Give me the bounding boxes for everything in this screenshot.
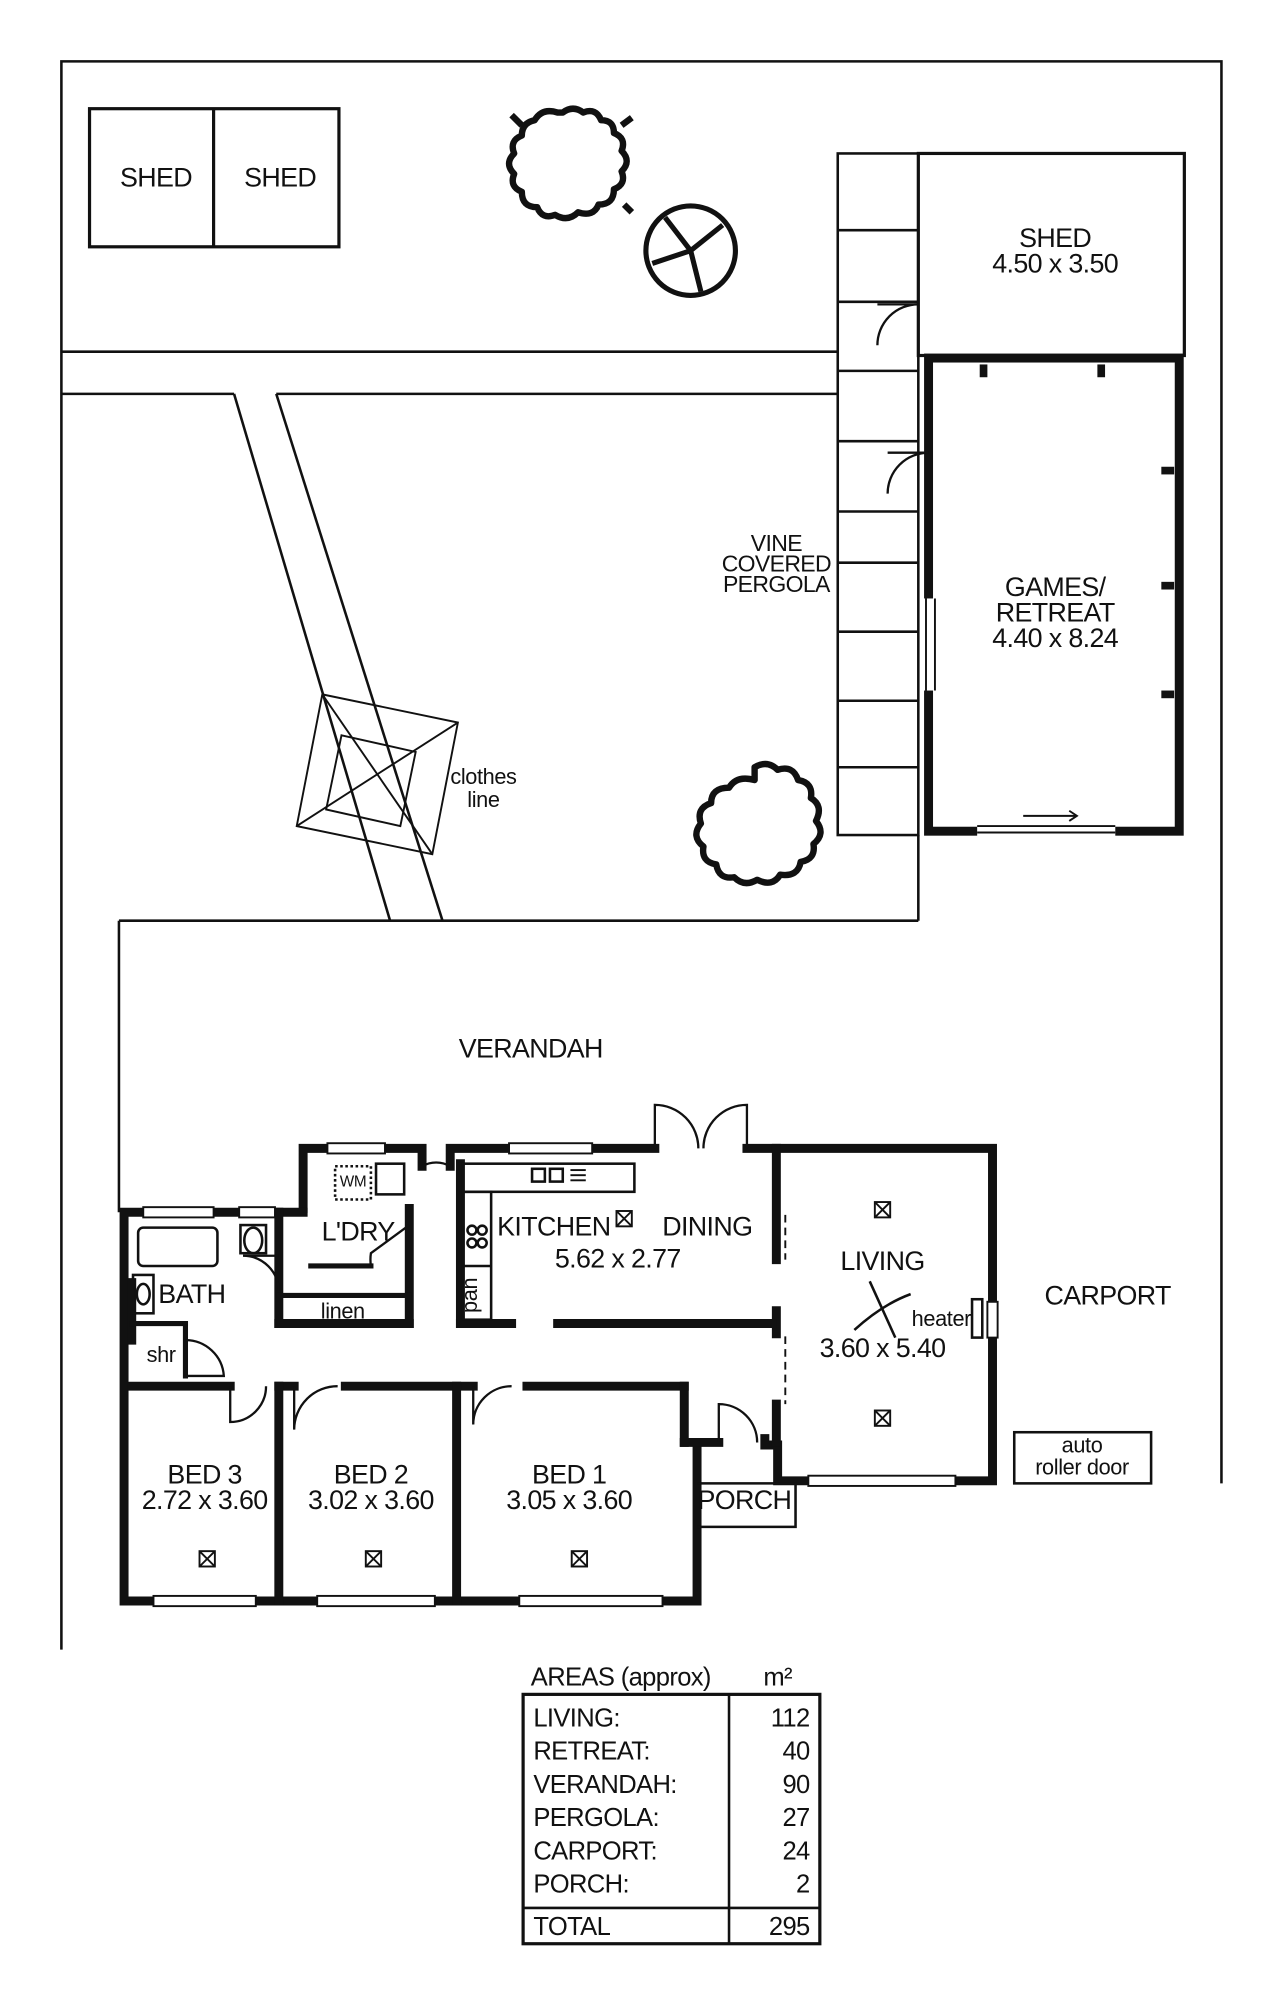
areas-row-label: CARPORT:: [533, 1837, 657, 1865]
areas-row-label: PORCH:: [533, 1871, 629, 1899]
carport-label: CARPORT: [1044, 1280, 1171, 1310]
areas-row-label: VERANDAH:: [533, 1771, 676, 1799]
large-shed-dim: 4.50 x 3.50: [992, 248, 1118, 278]
living-label: LIVING: [840, 1246, 924, 1276]
areas-row-value: 112: [771, 1704, 810, 1732]
garden-path: [61, 350, 919, 922]
bed3-dim: 2.72 x 3.60: [142, 1485, 268, 1515]
verandah-label: VERANDAH: [459, 1034, 603, 1064]
tree-1: [505, 105, 635, 222]
bed3-label: BED 3: [167, 1459, 241, 1489]
tree-2: [643, 203, 738, 298]
washing-machine-label: WM: [340, 1174, 366, 1191]
areas-row-label: PERGOLA:: [533, 1804, 659, 1832]
pergola-label-2: COVERED: [722, 551, 831, 577]
bed1-label: BED 1: [532, 1459, 606, 1489]
clothes-line-label-2: line: [467, 787, 500, 812]
vine-pergola: VINE COVERED PERGOLA: [722, 152, 920, 837]
linen-label: linen: [321, 1298, 365, 1323]
games-retreat-dim: 4.40 x 8.24: [992, 623, 1119, 653]
areas-row-value: 2: [796, 1871, 810, 1899]
heater-label: heater: [912, 1306, 971, 1331]
areas-row-value: 24: [782, 1837, 810, 1865]
laundry-label: L'DRY: [322, 1216, 396, 1246]
bed2-label: BED 2: [334, 1459, 408, 1489]
pergola-label-1: VINE: [751, 530, 802, 556]
living-dim: 3.60 x 5.40: [820, 1333, 946, 1363]
shed-a-label: SHED: [120, 163, 192, 193]
areas-row-value: 90: [782, 1771, 810, 1799]
roller-door-label-2: roller door: [1035, 1454, 1129, 1479]
areas-row-list: LIVING: 112 RETREAT: 40 VERANDAH: 90 PER…: [533, 1704, 810, 1898]
pantry-label: pan: [457, 1278, 482, 1313]
pergola-label-3: PERGOLA: [723, 571, 831, 597]
bed1-dim: 3.05 x 3.60: [506, 1485, 632, 1515]
windows: [142, 1142, 999, 1608]
tree-3: [693, 760, 824, 887]
areas-total-value: 295: [769, 1913, 810, 1941]
areas-header-unit: m²: [763, 1663, 793, 1691]
areas-total-label: TOTAL: [533, 1913, 610, 1941]
areas-row-label: LIVING:: [533, 1704, 619, 1732]
light-fittings: [198, 1201, 892, 1568]
kitchen-label: KITCHEN: [497, 1211, 610, 1241]
areas-table: AREAS (approx) m² LIVING: 112 RETREAT: 4…: [521, 1663, 822, 1946]
areas-row-value: 27: [782, 1804, 809, 1832]
areas-row-value: 40: [782, 1738, 810, 1766]
dining-label: DINING: [662, 1211, 752, 1241]
verandah: VERANDAH: [117, 835, 920, 1213]
carport: CARPORT auto roller door: [1012, 1280, 1172, 1485]
fixtures: [131, 1162, 984, 1339]
clothes-line: clothes line: [295, 693, 517, 856]
areas-header-label: AREAS (approx): [531, 1663, 711, 1691]
roller-door-label-1: auto: [1062, 1433, 1103, 1458]
areas-row-label: RETREAT:: [533, 1738, 650, 1766]
games-retreat-label-2: RETREAT: [996, 597, 1115, 627]
bed2-dim: 3.02 x 3.60: [308, 1485, 434, 1515]
kitchen-dining-dim: 5.62 x 2.77: [555, 1243, 681, 1273]
games-retreat: GAMES/ RETREAT 4.40 x 8.24: [886, 353, 1184, 838]
site-boundary: [60, 60, 1223, 1650]
small-sheds: SHED SHED: [87, 107, 341, 249]
clothes-line-label-1: clothes: [450, 764, 517, 789]
ceiling-fan-icon: [853, 1280, 912, 1339]
large-shed-label: SHED: [1019, 223, 1091, 253]
doors: [185, 1103, 787, 1443]
shower-label: shr: [147, 1342, 176, 1367]
porch-label: PORCH: [697, 1485, 791, 1515]
bath-label: BATH: [158, 1279, 225, 1309]
large-shed: SHED 4.50 x 3.50: [876, 151, 1186, 358]
room-labels: KITCHEN DINING 5.62 x 2.77 LIVING 3.60 x…: [142, 1174, 972, 1515]
shed-b-label: SHED: [244, 163, 316, 193]
games-retreat-label-1: GAMES/: [1005, 572, 1107, 602]
